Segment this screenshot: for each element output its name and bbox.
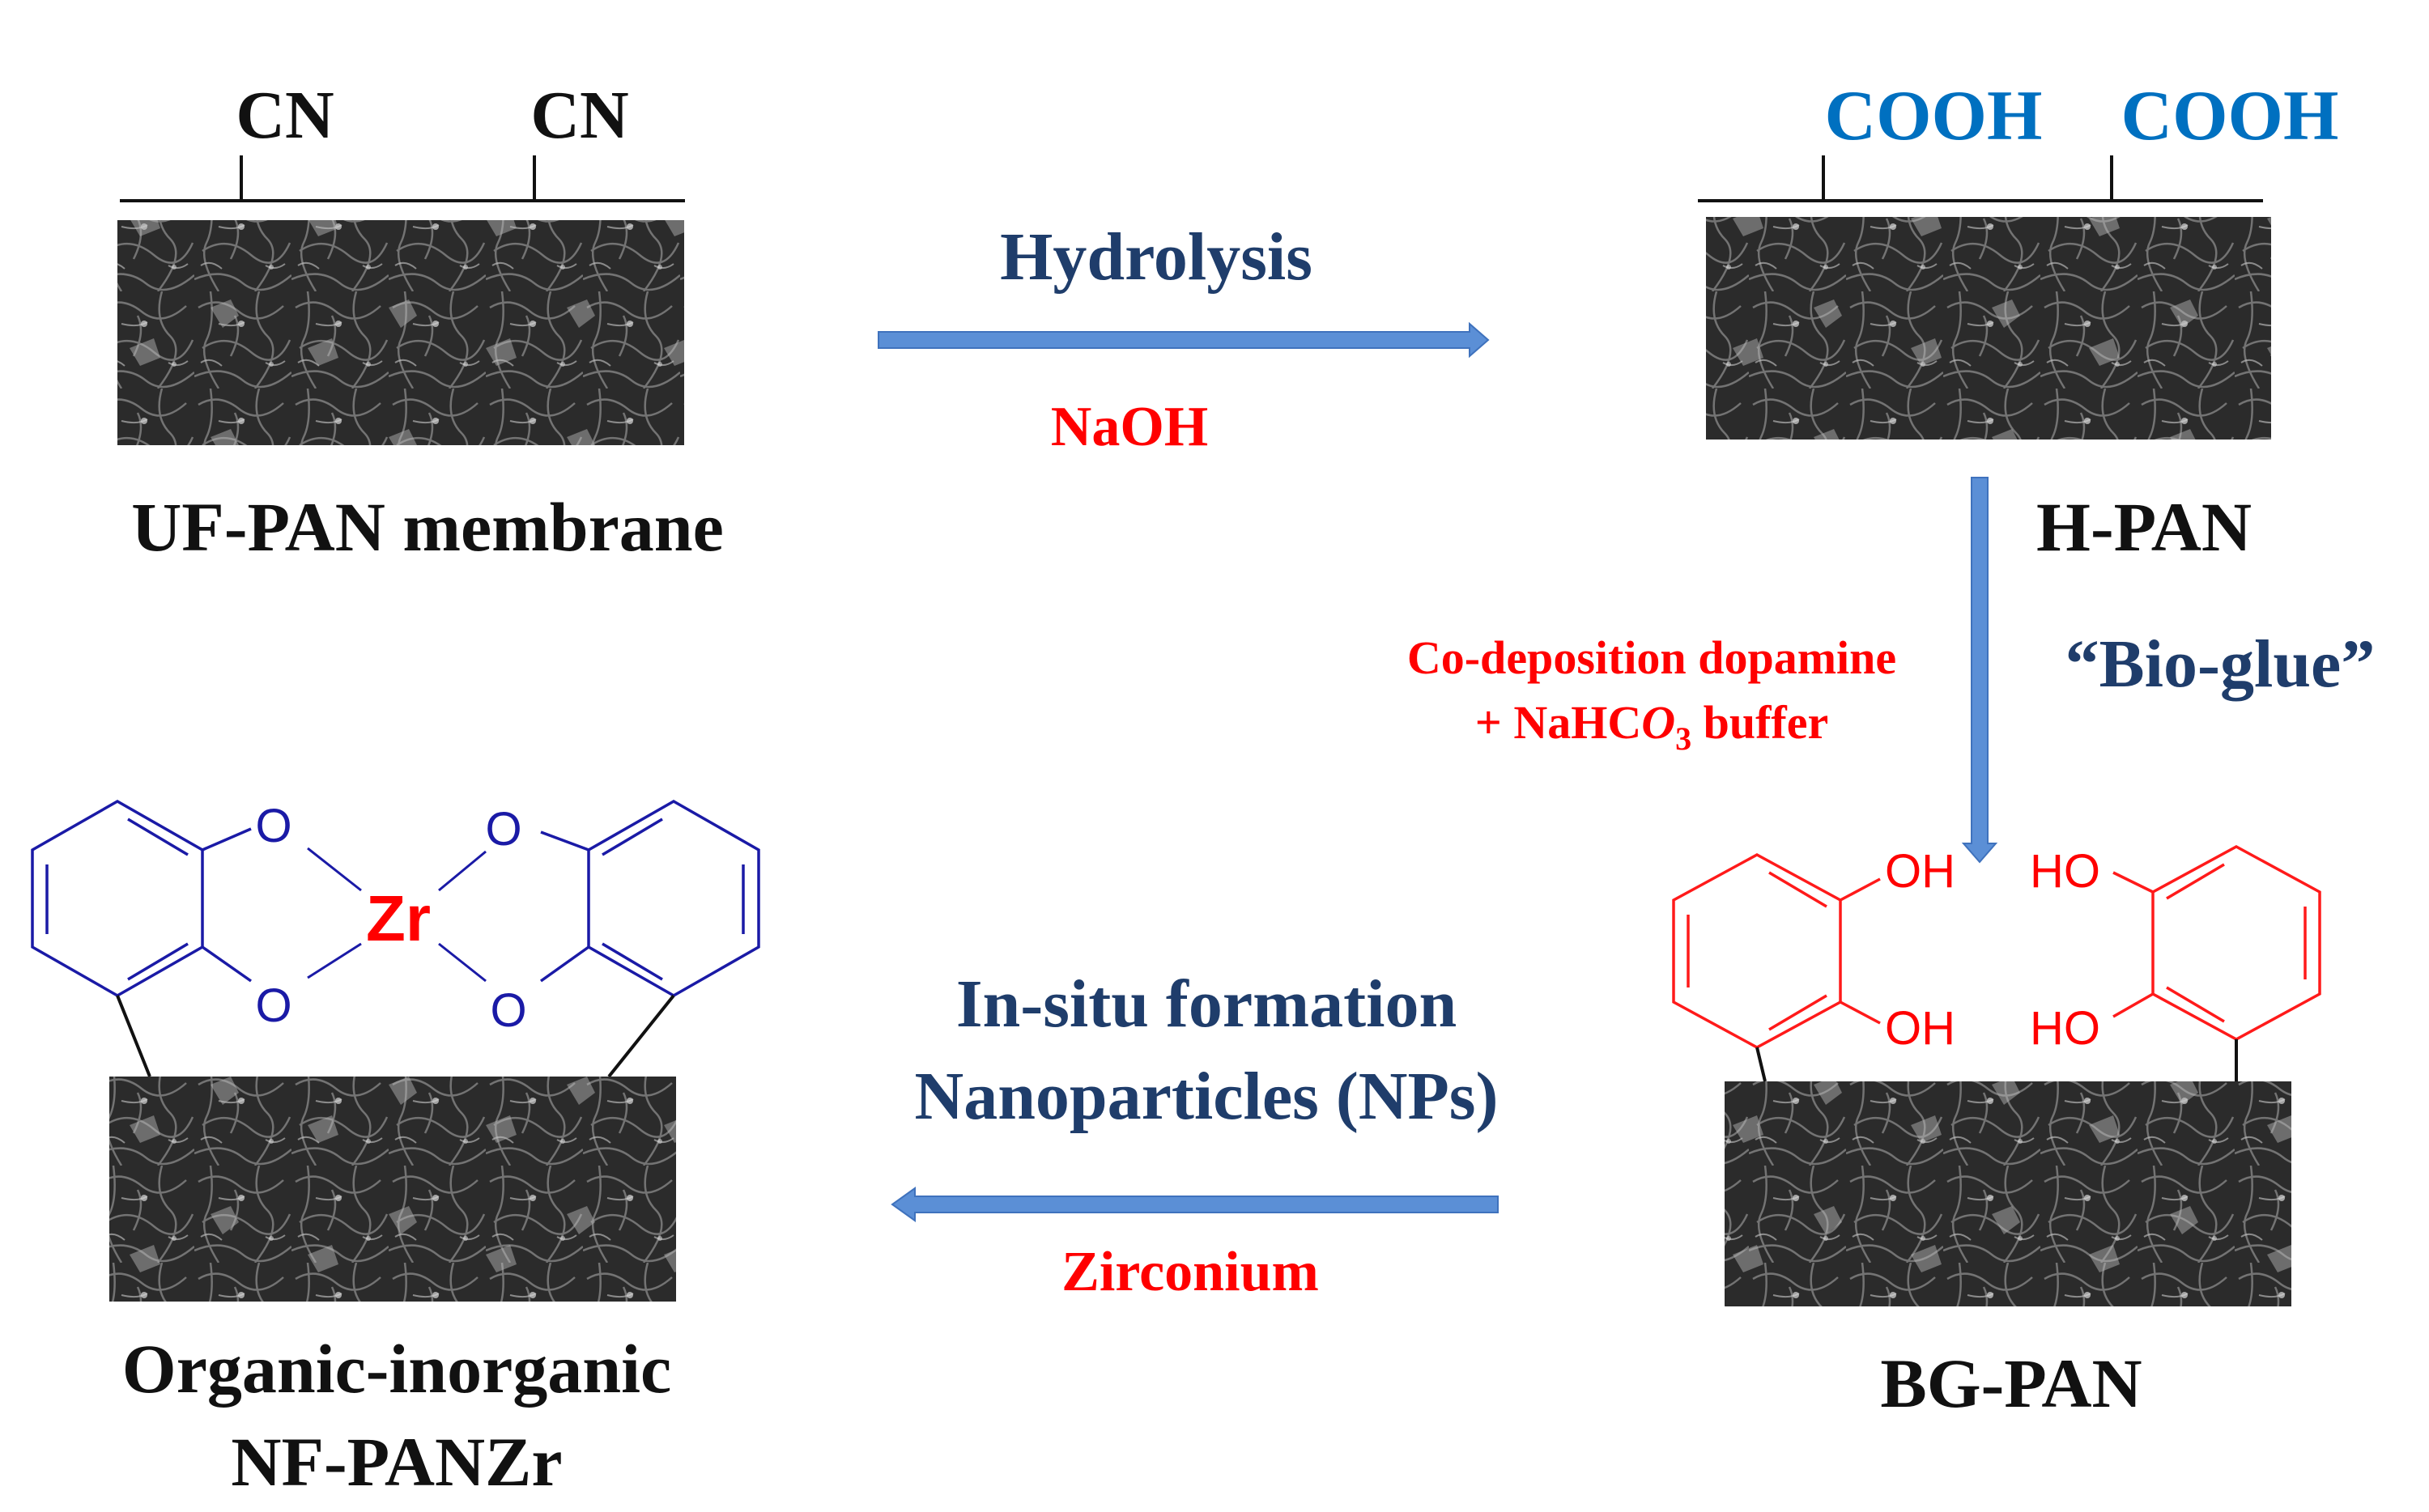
h-pan-membrane-texture: [1706, 217, 2271, 440]
bg-pan-membrane-texture: [1725, 1081, 2291, 1306]
uf-pan-label: UF-PAN membrane: [131, 488, 724, 566]
nf-panzr-o-top-right: O: [485, 803, 521, 856]
uf-pan-group-right: CN: [530, 78, 628, 153]
hydrolysis-step: Hydrolysis NaOH: [878, 219, 1490, 458]
bioglue-step: “Bio-glue” Co-deposition dopamine + NaHC…: [1407, 477, 2376, 864]
bg-pan-panel: OH OH HO HO BG-PAN: [1672, 845, 2321, 1422]
nf-panzr-ring-left: [31, 799, 253, 998]
nf-panzr-anchor-right: [607, 994, 675, 1078]
h-pan-label: H-PAN: [2036, 488, 2252, 566]
nf-panzr-zr: Zr: [366, 882, 431, 954]
bg-pan-oh-bottom-left: OH: [1885, 1002, 1955, 1055]
bg-pan-catechol-left: [1672, 853, 1881, 1049]
bg-pan-anchor-left: [1755, 1047, 1767, 1082]
nf-panzr-label-line2: NF-PANZr: [231, 1423, 562, 1501]
bg-pan-catechol-right: [2112, 845, 2321, 1041]
bioglue-arrow: [1961, 477, 1998, 864]
h-pan-group-right: COOH: [2121, 77, 2339, 155]
insitu-arrow: [891, 1187, 1499, 1222]
nf-panzr-o-bottom-right: O: [490, 984, 526, 1037]
hydrolysis-reagent: NaOH: [1051, 396, 1208, 458]
bioglue-reagent-line1: Co-deposition dopamine: [1407, 631, 1896, 684]
insitu-title-line1: In-situ formation: [956, 966, 1457, 1042]
nf-panzr-membrane-texture: [109, 1077, 676, 1302]
insitu-step: In-situ formation Nanoparticles (NPs) Zi…: [891, 966, 1499, 1303]
nf-panzr-label-line1: Organic-inorganic: [122, 1330, 671, 1408]
nf-panzr-o-bottom-left: O: [255, 979, 291, 1032]
uf-pan-membrane-texture: [117, 220, 684, 445]
bg-pan-oh-top-left: OH: [1885, 845, 1955, 898]
bioglue-title: “Bio-glue”: [2065, 626, 2376, 702]
hydrolysis-title: Hydrolysis: [1000, 219, 1312, 295]
bg-pan-ho-top-right: HO: [2030, 845, 2100, 898]
h-pan-group-left: COOH: [1825, 77, 2043, 155]
nf-panzr-ring-right: [539, 799, 760, 998]
bg-pan-label: BG-PAN: [1880, 1344, 2142, 1422]
h-pan-panel: COOH COOH H-PAN: [1698, 77, 2338, 566]
insitu-reagent: Zirconium: [1061, 1241, 1319, 1303]
nf-panzr-anchor-left: [116, 995, 151, 1077]
bg-pan-ho-bottom-right: HO: [2030, 1002, 2100, 1055]
uf-pan-panel: CN CN UF-PAN membrane: [117, 78, 724, 566]
uf-pan-group-left: CN: [236, 78, 334, 153]
nf-panzr-o-top-left: O: [255, 800, 291, 852]
nf-panzr-zr-bonds: [307, 847, 487, 983]
insitu-title-line2: Nanoparticles (NPs): [915, 1059, 1499, 1134]
bioglue-reagent-line2: + NaHCO3 buffer: [1475, 696, 1828, 757]
hydrolysis-arrow: [878, 321, 1490, 359]
nf-panzr-panel: O O O O Zr Organic-inorganic NF-PANZr: [31, 799, 760, 1501]
